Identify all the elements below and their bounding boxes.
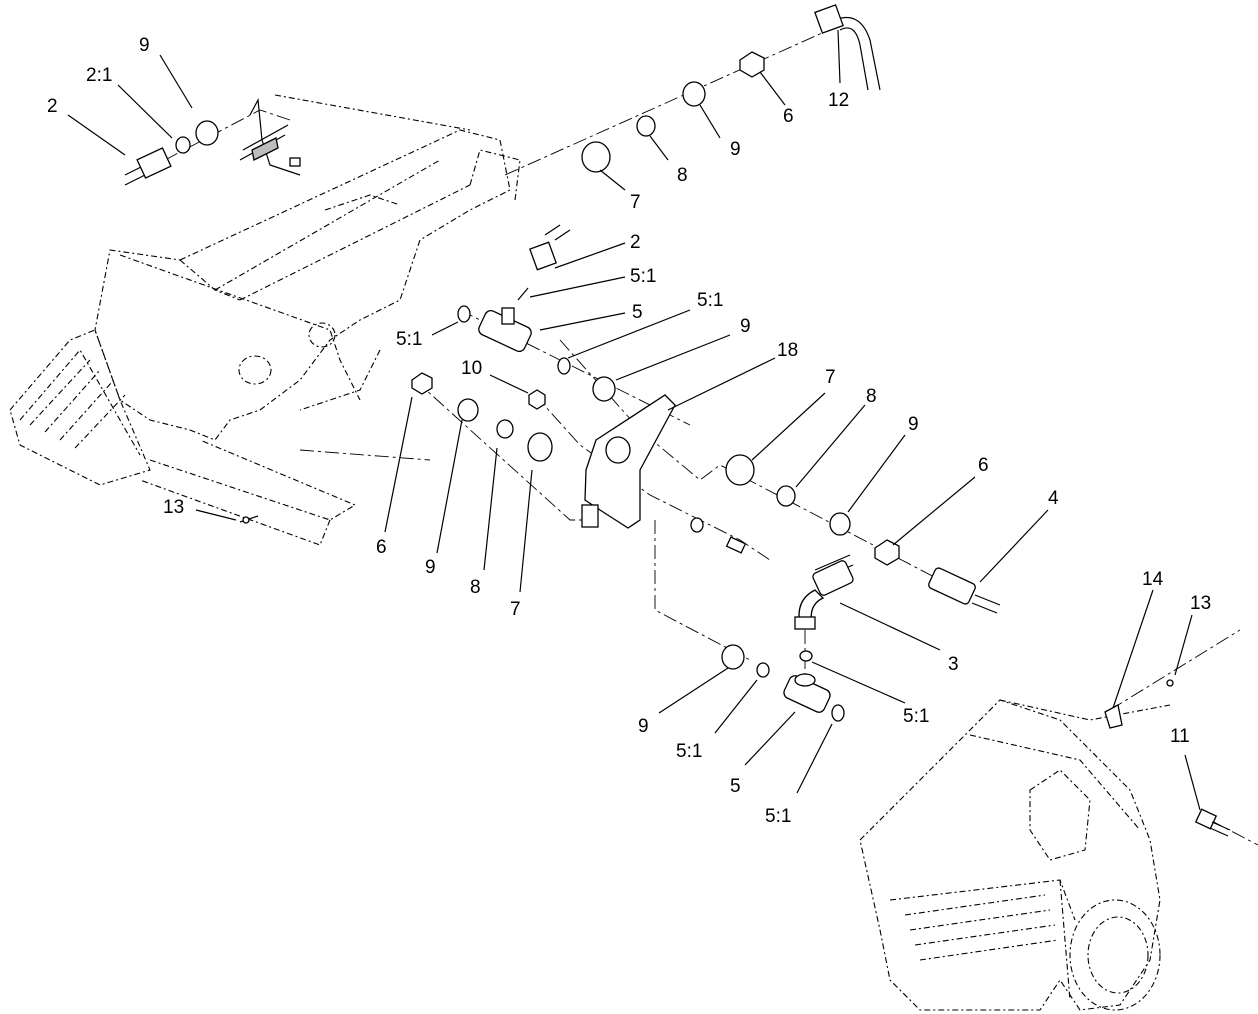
callout-6-low: 6 [376,537,387,558]
seal-7-low [527,432,553,462]
callout-13-left: 13 [163,497,184,518]
parts [124,4,1231,837]
callout-8-top: 8 [677,165,688,186]
washer-9-mid [592,376,616,402]
callout-7-right: 7 [825,367,836,388]
o-ring-5-1-b [457,305,471,323]
callout-5-1-b: 5:1 [697,290,723,311]
callout-7-top: 7 [630,192,641,213]
nut-6-right [874,539,900,566]
nut-6-top [739,51,765,78]
callout-4: 4 [1048,488,1059,509]
callout-9-right: 9 [908,414,919,435]
nut-10 [528,389,546,410]
small-fitting [725,536,747,554]
hose-clip-assembly [239,97,301,176]
callout-14: 14 [1142,569,1164,590]
callout-18: 18 [777,340,798,361]
callout-10: 10 [461,358,482,379]
bolt-11 [1194,808,1231,837]
callout-6-right: 6 [978,455,989,476]
washer-9-low [457,398,479,422]
bracket-18 [581,394,676,529]
left-frame-assembly [9,94,521,546]
callout-6-top: 6 [783,106,794,127]
callout-7-low: 7 [510,599,521,620]
elbow-fitting-3 [794,554,854,630]
tube-12 [814,4,881,91]
callout-3: 3 [948,654,959,675]
callout-labels: 2 2:1 9 12 6 9 8 7 2 5:1 5 5:1 5:1 9 18 … [47,35,1211,827]
hose-fitting-2-left [124,147,172,186]
callout-8-right: 8 [866,386,877,407]
o-ring-5-1-e [756,662,770,678]
callout-5-1-c: 5:1 [396,329,422,350]
callout-9-mid: 9 [740,316,751,337]
seal-7-right [725,454,755,486]
hose-fitting-2-mid [529,224,571,271]
washer-9-top-left [195,120,219,146]
callout-9-bottom: 9 [638,716,649,737]
washer-9-right [829,512,851,536]
o-ring-8-top [636,115,656,137]
right-frame-assembly [859,699,1171,1011]
o-ring-5-1-f [831,704,845,722]
o-ring-8-low [496,419,514,439]
callout-5-mid: 5 [632,302,643,323]
callout-5-bottom: 5 [730,776,741,797]
clip-14 [1104,704,1123,729]
tee-fitting-5-mid [478,307,532,353]
washer-9-bottom [721,644,745,670]
callout-2-mid: 2 [630,232,641,253]
callout-9-top: 9 [139,35,150,56]
callout-2-left: 2 [47,96,58,117]
o-ring-5-1-d [799,650,813,662]
o-ring-5-1-a [517,287,529,301]
callout-11: 11 [1170,726,1190,747]
washer-9-top-right [682,81,706,107]
seal-7-top [581,141,611,173]
callout-9-low: 9 [425,557,436,578]
callout-5-1-d: 5:1 [903,706,929,727]
hose-fitting-4 [928,567,1001,614]
callout-2-1-left: 2:1 [86,65,112,86]
callout-8-low: 8 [470,577,481,598]
assembly-centerlines [164,24,1258,846]
callout-13-right: 13 [1190,593,1211,614]
o-ring-5-1-c [557,357,571,375]
bolt-13-left [239,515,259,524]
tee-fitting-5-bottom [783,673,831,713]
callout-5-1-a: 5:1 [630,266,656,287]
callout-12: 12 [828,90,849,111]
o-ring-8-right [776,485,796,507]
callout-9-right-top: 9 [730,139,741,160]
bolt-13-right [1166,679,1174,687]
callout-5-1-e: 5:1 [676,741,702,762]
leader-lines [67,29,1201,811]
nut-6-low [411,372,433,395]
callout-5-1-f: 5:1 [765,806,791,827]
o-ring-small [690,517,704,533]
o-ring-2-1 [175,136,191,154]
